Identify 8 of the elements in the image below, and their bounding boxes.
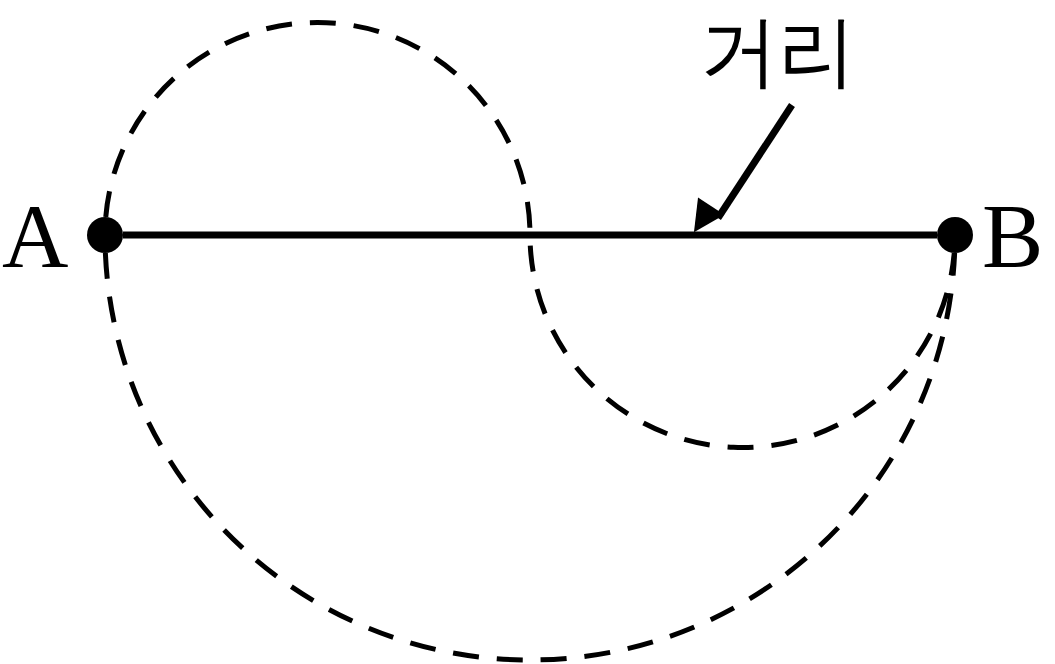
point-dot — [937, 217, 973, 253]
point-label: B — [982, 190, 1044, 282]
dashed-arc — [102, 252, 958, 663]
point-label: A — [2, 190, 69, 282]
distance-line — [123, 231, 937, 239]
distance-label: 거리 — [700, 12, 856, 90]
point-dot — [87, 217, 123, 253]
leader-arrow — [693, 103, 795, 233]
